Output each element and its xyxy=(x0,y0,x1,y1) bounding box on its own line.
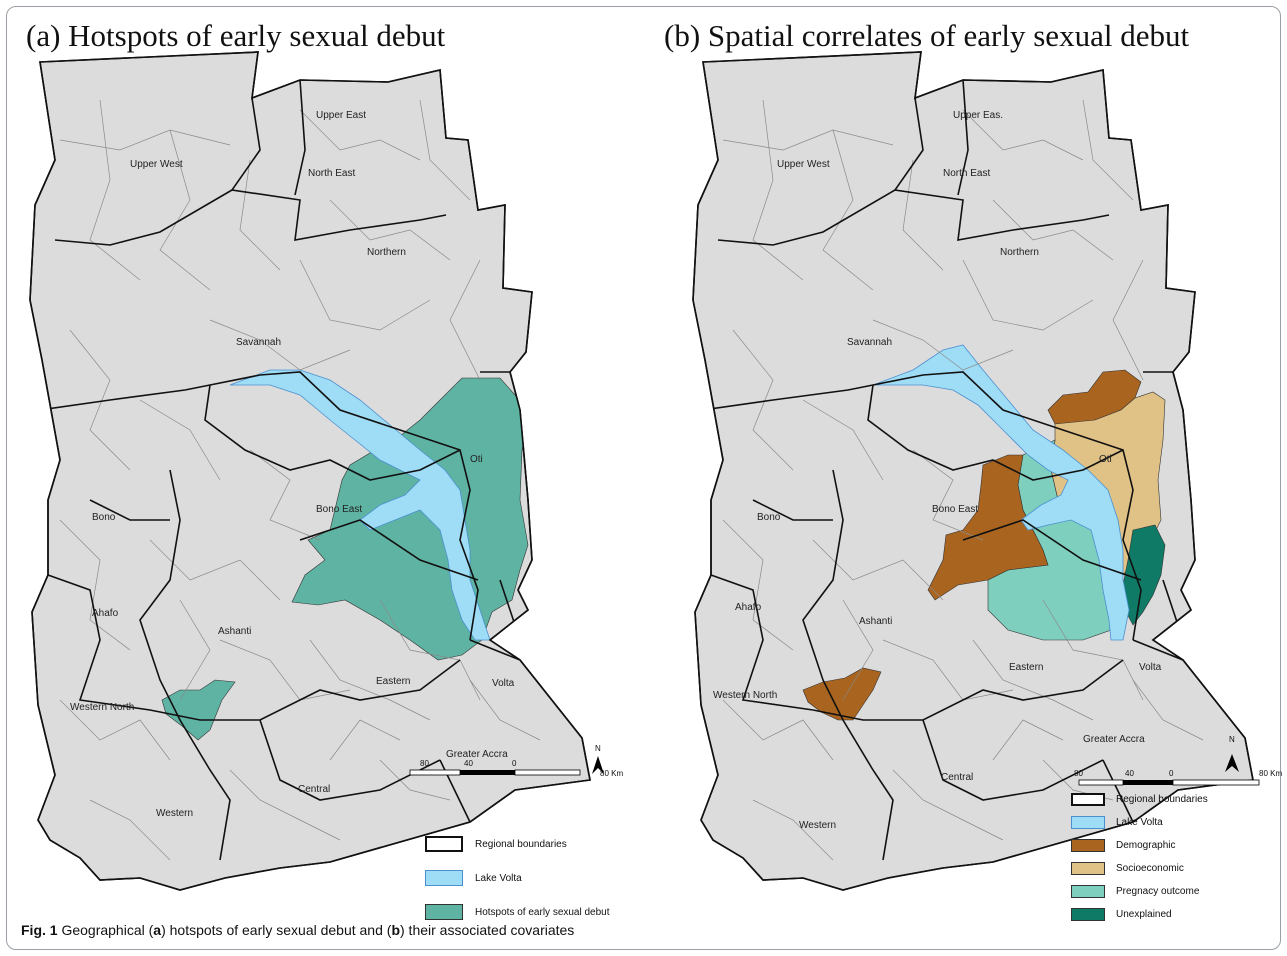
scale-b-tick-3: 0 xyxy=(1169,769,1174,778)
area-demographic-south xyxy=(802,667,882,721)
legend-a-item: Regional boundaries xyxy=(425,832,610,856)
legend-b-item: Lake Volta xyxy=(1071,813,1208,832)
legend-a-swatch-hotspot xyxy=(425,904,463,920)
label-volta-a: Volta xyxy=(492,678,515,689)
scale-bar-a: 80 40 0 80 Km xyxy=(409,759,623,778)
legend-b-label: Pregnacy outcome xyxy=(1116,886,1200,897)
label-upper-west-a: Upper West xyxy=(130,159,183,170)
legend-b-item: Demographic xyxy=(1071,836,1208,855)
legend-b-label: Unexplained xyxy=(1116,909,1172,920)
label-north-east-b: North East xyxy=(943,168,990,179)
hotspot-western-north xyxy=(161,679,236,741)
caption-a: a xyxy=(153,922,162,938)
legend-a-label: Hotspots of early sexual debut xyxy=(475,906,610,918)
scale-bar-b: 80 40 0 80 Km xyxy=(1074,769,1282,786)
legend-a-swatch-boundaries xyxy=(425,836,463,852)
label-northern-a: Northern xyxy=(367,247,406,258)
scale-b-tick-2: 40 xyxy=(1125,769,1134,778)
label-central-a: Central xyxy=(298,784,330,795)
legend-b-swatch-socioeconomic xyxy=(1071,862,1105,875)
legend-a-swatch-lake xyxy=(425,870,463,886)
legend-b-item: Pregnacy outcome xyxy=(1071,882,1208,901)
figure-caption: Fig. 1 Geographical (a) hotspots of earl… xyxy=(21,922,574,938)
panel-b-title: (b) Spatial correlates of early sexual d… xyxy=(664,18,1190,53)
label-central-b: Central xyxy=(941,772,973,783)
label-bono-a: Bono xyxy=(92,512,116,523)
label-bono-east-b: Bono East xyxy=(932,504,978,515)
legend-a-item: Lake Volta xyxy=(425,866,610,890)
label-eastern-b: Eastern xyxy=(1009,662,1043,673)
north-arrow-b: N xyxy=(1225,735,1239,772)
label-ahafo-a: Ahafo xyxy=(92,608,119,619)
label-northern-b: Northern xyxy=(1000,247,1039,258)
label-upper-east-a: Upper East xyxy=(316,110,366,121)
legend-b-label: Regional boundaries xyxy=(1116,794,1208,805)
legend-a-item: Hotspots of early sexual debut xyxy=(425,900,610,924)
label-ashanti-a: Ashanti xyxy=(218,626,251,637)
scale-a-tick-2: 40 xyxy=(464,759,473,768)
area-unexplained xyxy=(1122,524,1166,626)
north-a-label: N xyxy=(595,744,601,753)
panel-a-title: (a) Hotspots of early sexual debut xyxy=(26,18,446,53)
label-savannah-a: Savannah xyxy=(236,337,281,348)
label-north-east-a: North East xyxy=(308,168,355,179)
legend-b-swatch-demographic xyxy=(1071,839,1105,852)
scale-b-tick-4: 80 Km xyxy=(1259,769,1282,778)
legend-b-swatch-boundaries xyxy=(1071,793,1105,806)
scale-a-tick-4: 80 Km xyxy=(600,769,623,778)
label-western-a: Western xyxy=(156,808,193,819)
label-upper-east-b: Upper Eas. xyxy=(953,110,1003,121)
label-greater-accra-b: Greater Accra xyxy=(1083,734,1145,745)
label-ahafo-b: Ahafo xyxy=(735,602,762,613)
legend-a-label: Regional boundaries xyxy=(475,838,567,850)
label-eastern-a: Eastern xyxy=(376,676,410,687)
legend-b-swatch-pregnancy xyxy=(1071,885,1105,898)
legend-b-item: Unexplained xyxy=(1071,905,1208,924)
panel-a-map: Upper East Upper West North East Norther… xyxy=(29,51,623,891)
legend-b-item: Regional boundaries xyxy=(1071,790,1208,809)
legend-b-item: Socioeconomic xyxy=(1071,859,1208,878)
scale-a-tick-3: 0 xyxy=(512,759,517,768)
caption-b: b xyxy=(391,922,400,938)
area-demographic-west xyxy=(927,454,1049,601)
scale-a-tick-1: 80 xyxy=(420,759,429,768)
caption-text: ) their associated covariates xyxy=(400,922,575,938)
north-b-label: N xyxy=(1229,735,1235,744)
legend-a: Regional boundaries Lake Volta Hotspots … xyxy=(425,832,610,924)
label-western-north-b: Western North xyxy=(713,690,777,701)
legend-b-label: Socioeconomic xyxy=(1116,863,1184,874)
north-arrow-a: N xyxy=(592,744,604,774)
label-ashanti-b: Ashanti xyxy=(859,616,892,627)
caption-text: Geographical ( xyxy=(57,922,154,938)
legend-b-label: Lake Volta xyxy=(1116,817,1163,828)
label-western-b: Western xyxy=(799,820,836,831)
label-bono-east-a: Bono East xyxy=(316,504,362,515)
legend-b: Regional boundaries Lake Volta Demograph… xyxy=(1071,790,1208,924)
label-volta-b: Volta xyxy=(1139,662,1162,673)
scale-b-tick-1: 80 xyxy=(1074,769,1083,778)
label-upper-west-b: Upper West xyxy=(777,159,830,170)
legend-a-label: Lake Volta xyxy=(475,872,522,884)
panel-b-map: Upper Eas. Upper West North East Norther… xyxy=(692,51,1282,891)
legend-b-swatch-unexplained xyxy=(1071,908,1105,921)
label-greater-accra-a: Greater Accra xyxy=(446,749,508,760)
label-western-north-a: Western North xyxy=(70,702,134,713)
label-oti-a: Oti xyxy=(470,454,483,465)
label-bono-b: Bono xyxy=(757,512,781,523)
figure-frame xyxy=(6,6,1281,950)
label-savannah-b: Savannah xyxy=(847,337,892,348)
caption-fig-label: Fig. 1 xyxy=(21,922,58,938)
lake-volta-a xyxy=(229,369,491,641)
label-oti-b: Oti xyxy=(1099,454,1112,465)
legend-b-label: Demographic xyxy=(1116,840,1176,851)
caption-text: ) hotspots of early sexual debut and ( xyxy=(161,922,392,938)
legend-b-swatch-lake xyxy=(1071,816,1105,829)
